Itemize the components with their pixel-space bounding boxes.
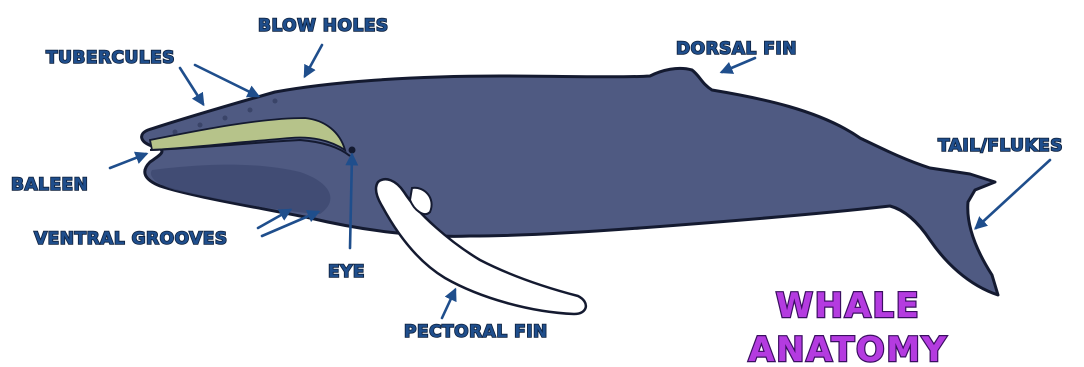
label-dorsal-fin: DORSAL FIN <box>676 39 797 59</box>
eye-dot <box>349 147 356 154</box>
label-tail-flukes: TAIL/FLUKES <box>938 136 1063 156</box>
label-eye: EYE <box>328 262 365 282</box>
arrow-dorsal-fin <box>722 58 755 72</box>
label-baleen: BALEEN <box>11 175 88 195</box>
arrow-tubercules-1 <box>180 68 203 104</box>
arrow-ventral-grooves-2 <box>262 212 318 236</box>
arrow-pectoral-fin <box>442 290 455 318</box>
arrow-tail-flukes <box>976 160 1050 228</box>
arrow-baleen <box>110 154 146 168</box>
arrow-blow-holes <box>305 45 322 76</box>
whale-illustration <box>142 68 998 314</box>
title-line-2: ANATOMY <box>748 330 948 367</box>
label-pectoral-fin: PECTORAL FIN <box>404 322 548 342</box>
arrow-tubercules-2 <box>195 65 258 96</box>
diagram-title: WHALE ANATOMY <box>748 286 948 367</box>
title-line-1: WHALE <box>776 286 921 326</box>
label-ventral-grooves: VENTRAL GROOVES <box>34 229 228 249</box>
label-blow-holes: BLOW HOLES <box>258 16 389 36</box>
label-tubercules: TUBERCULES <box>46 48 175 68</box>
